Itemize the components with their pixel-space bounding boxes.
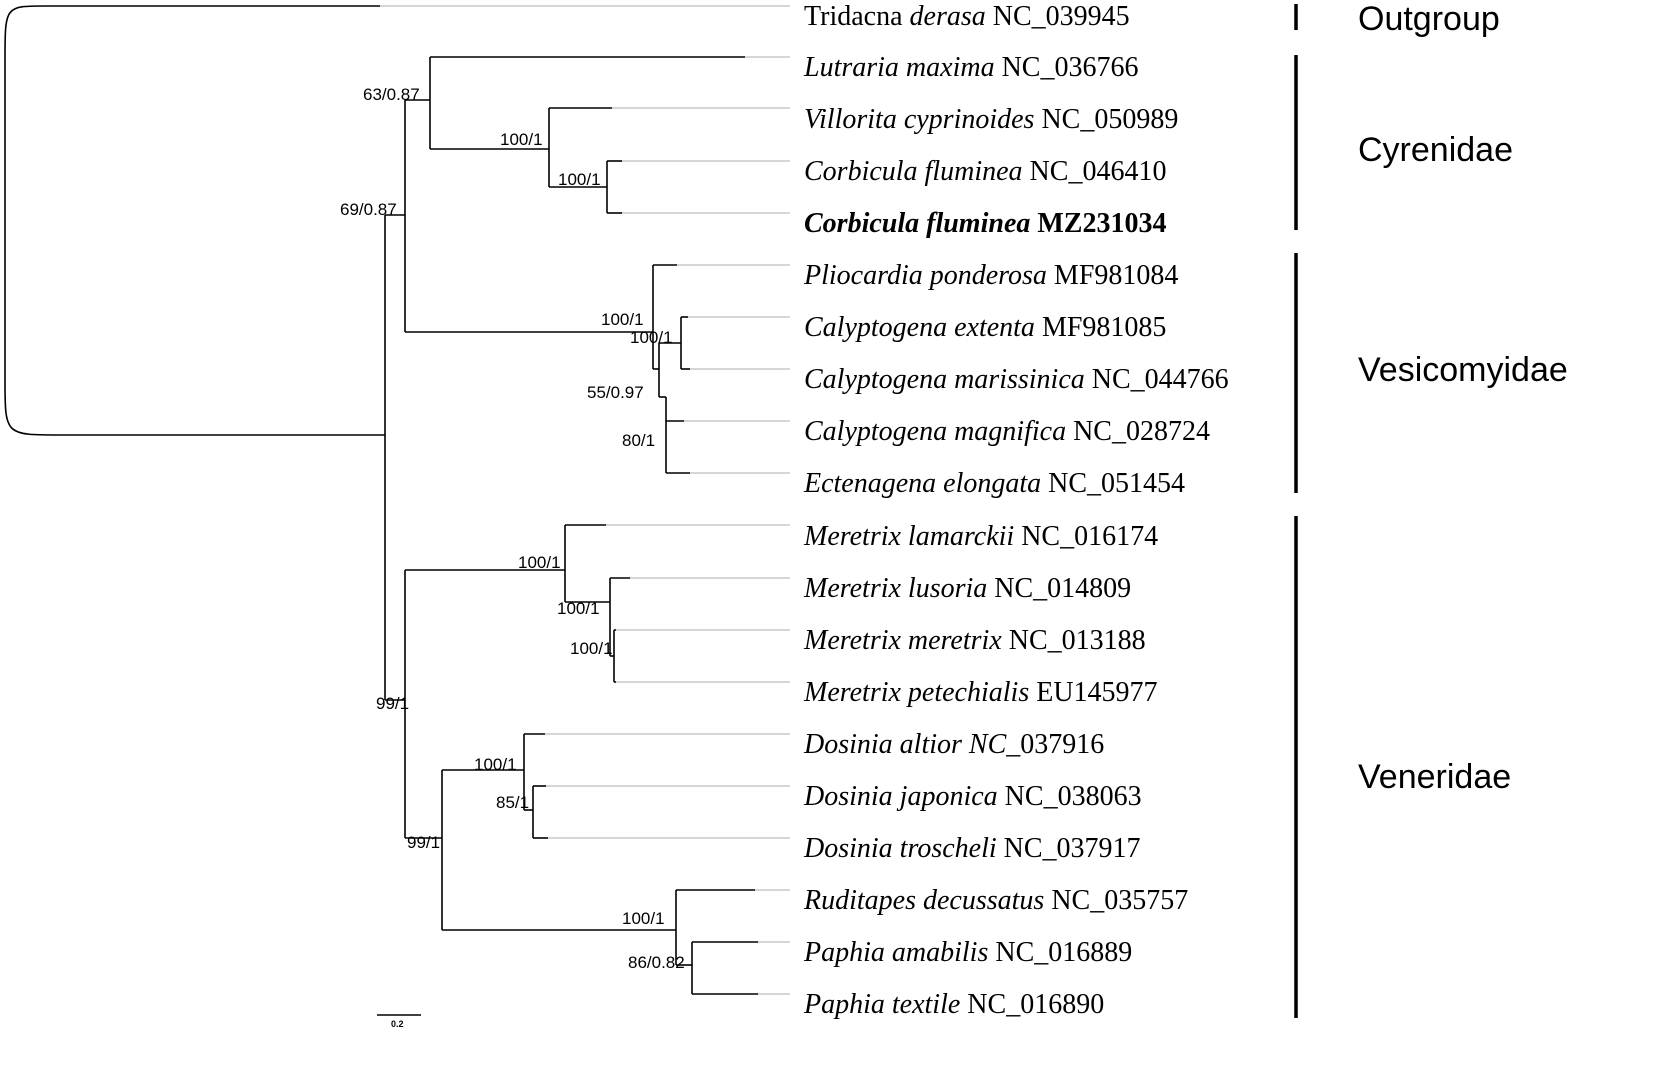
taxon-label: Calyptogena extenta MF981085 xyxy=(804,312,1166,343)
support-value: 100/1 xyxy=(518,553,561,572)
group-label-cyrenidae: Cyrenidae xyxy=(1358,131,1513,169)
support-value: 86/0.82 xyxy=(628,953,685,972)
group-label-vesicomyidae: Vesicomyidae xyxy=(1358,351,1568,389)
support-value: 100/1 xyxy=(500,130,543,149)
scale-bar: 0.2 xyxy=(377,1014,421,1029)
group-label-outgroup: Outgroup xyxy=(1358,0,1500,38)
support-value: 63/0.87 xyxy=(363,85,420,104)
taxon-label: Ectenagena elongata NC_051454 xyxy=(803,468,1185,499)
taxon-label: Paphia textile NC_016890 xyxy=(803,989,1104,1020)
tree-branches xyxy=(4,5,758,995)
taxon-label-highlighted: Corbicula fluminea MZ231034 xyxy=(804,208,1166,239)
support-values: 63/0.87 100/1 100/1 69/0.87 100/1 100/1 … xyxy=(340,85,685,972)
support-value: 100/1 xyxy=(557,599,600,618)
support-value: 100/1 xyxy=(622,909,665,928)
group-labels: Outgroup Cyrenidae Vesicomyidae Venerida… xyxy=(1358,0,1568,796)
taxon-label: Calyptogena magnifica NC_028724 xyxy=(804,416,1210,447)
root-curve-branch xyxy=(4,5,385,436)
taxon-label: Meretrix petechialis EU145977 xyxy=(803,677,1158,708)
taxon-label: Lutraria maxima NC_036766 xyxy=(803,52,1138,83)
support-value: 100/1 xyxy=(630,328,673,347)
taxon-label: Meretrix lamarckii NC_016174 xyxy=(803,521,1158,552)
taxon-label: Meretrix lusoria NC_014809 xyxy=(803,573,1131,604)
taxon-label: Tridacna derasa NC_039945 xyxy=(804,1,1130,32)
support-value: 100/1 xyxy=(570,639,613,658)
support-value: 80/1 xyxy=(622,431,655,450)
support-value: 100/1 xyxy=(558,170,601,189)
taxon-labels: Tridacna derasa NC_039945 Lutraria maxim… xyxy=(803,1,1229,1020)
group-label-veneridae: Veneridae xyxy=(1358,758,1511,796)
support-value: 85/1 xyxy=(496,793,529,812)
taxon-label: Ruditapes decussatus NC_035757 xyxy=(803,885,1188,916)
support-value: 69/0.87 xyxy=(340,200,397,219)
support-value: 100/1 xyxy=(601,310,644,329)
taxon-label: Paphia amabilis NC_016889 xyxy=(803,937,1132,968)
tip-guide-lines xyxy=(380,5,790,995)
taxon-label: Pliocardia ponderosa MF981084 xyxy=(803,260,1178,291)
support-value: 100/1 xyxy=(474,755,517,774)
support-value: 99/1 xyxy=(376,694,409,713)
taxon-label: Villorita cyprinoides NC_050989 xyxy=(804,104,1178,135)
support-value: 55/0.97 xyxy=(587,383,644,402)
taxon-label: Meretrix meretrix NC_013188 xyxy=(803,625,1146,656)
support-value: 99/1 xyxy=(407,833,440,852)
taxon-label: Corbicula fluminea NC_046410 xyxy=(804,156,1166,187)
taxon-label: Dosinia japonica NC_038063 xyxy=(803,781,1142,812)
scale-bar-label: 0.2 xyxy=(391,1019,404,1029)
taxon-label: Calyptogena marissinica NC_044766 xyxy=(804,364,1229,395)
taxon-label: Dosinia troscheli NC_037917 xyxy=(803,833,1141,864)
taxon-label: Dosinia altior NC_037916 xyxy=(803,729,1104,760)
